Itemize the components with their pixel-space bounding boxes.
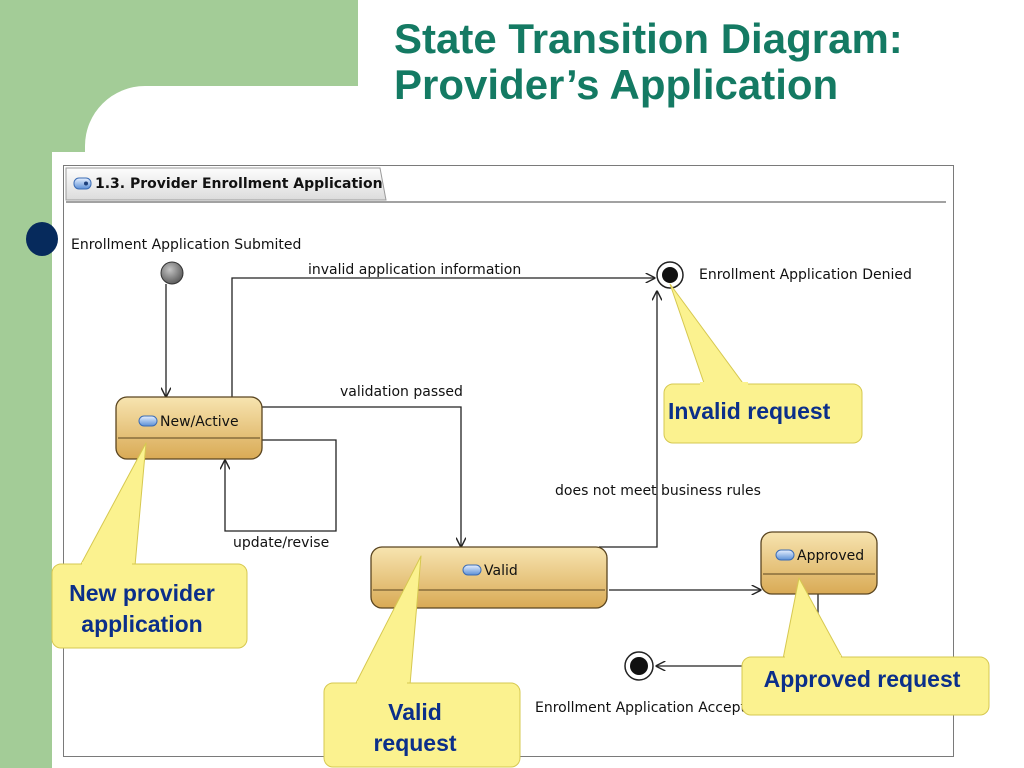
- slide-title-line2: Provider’s Application: [394, 61, 839, 108]
- callout-invalid-request: Invalid request: [663, 283, 863, 444]
- state-icon: [775, 549, 795, 561]
- edge-invalid-info-label: invalid application information: [308, 262, 521, 278]
- edge-update-revise: [225, 439, 337, 532]
- edge-update-revise-label: update/revise: [233, 535, 329, 551]
- initial-state-label: Enrollment Application Submited: [71, 237, 301, 253]
- callout-valid-request-line1: Valid: [388, 699, 442, 725]
- final-denied-node[interactable]: [656, 261, 684, 289]
- callout-valid-request-line2: request: [373, 730, 456, 756]
- state-valid-label: Valid: [484, 563, 518, 579]
- slide-title: State Transition Diagram: Provider’s App…: [394, 16, 1014, 108]
- state-icon: [138, 415, 158, 427]
- state-new-active[interactable]: New/Active: [115, 396, 263, 460]
- callout-approved-request-text: Approved request: [764, 666, 961, 692]
- final-accepted-label: Enrollment Application Accepted: [535, 700, 763, 716]
- edge-invalid-info: [231, 278, 655, 397]
- callout-invalid-request-text: Invalid request: [668, 398, 831, 424]
- slide-title-line1: State Transition Diagram:: [394, 15, 903, 62]
- edge-validation-passed-label: validation passed: [340, 384, 463, 400]
- initial-state-node[interactable]: [160, 261, 184, 285]
- callout-valid-request: Valid request: [323, 555, 521, 768]
- callout-new-provider-line2: application: [81, 611, 202, 637]
- edge-validation-passed: [262, 406, 461, 547]
- state-approved[interactable]: Approved: [760, 531, 878, 595]
- callout-new-provider: New provider application: [51, 442, 248, 649]
- state-new-active-label: New/Active: [160, 414, 239, 430]
- state-icon: [73, 177, 92, 190]
- tab-title: 1.3. Provider Enrollment Application: [95, 176, 383, 192]
- state-icon-dot: [84, 181, 88, 186]
- edge-not-meet-rules: [599, 291, 657, 548]
- callout-approved-request: Approved request: [741, 577, 990, 716]
- state-approved-label: Approved: [797, 548, 864, 564]
- final-accepted-node[interactable]: [624, 651, 654, 681]
- edge-not-meet-rules-label: does not meet business rules: [555, 483, 761, 499]
- state-valid[interactable]: Valid: [370, 546, 608, 609]
- slide-bullet: [26, 222, 58, 256]
- diagram-tab[interactable]: 1.3. Provider Enrollment Application: [65, 167, 387, 201]
- final-denied-label: Enrollment Application Denied: [699, 267, 912, 283]
- callout-new-provider-line1: New provider: [69, 580, 215, 606]
- state-icon: [462, 564, 482, 576]
